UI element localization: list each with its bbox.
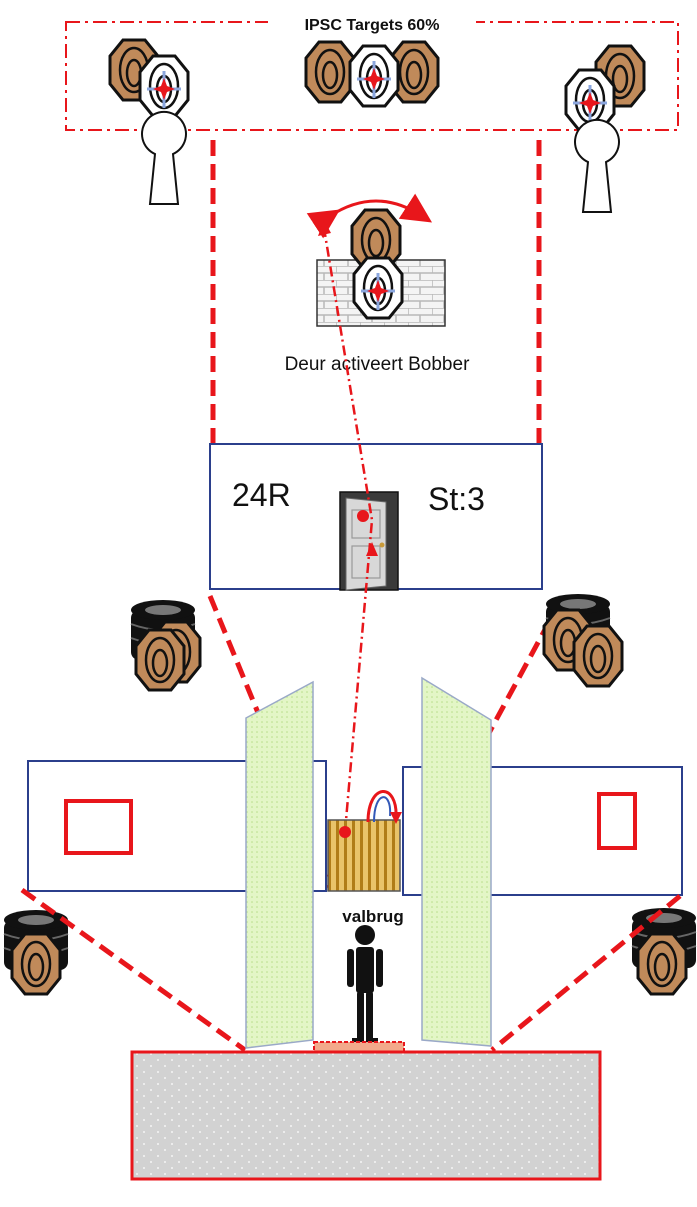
ipsc-target-icon <box>636 932 688 996</box>
round-count: 24R <box>232 477 291 513</box>
right-window <box>597 792 637 850</box>
drawbridge-label: valbrug <box>342 907 403 926</box>
fault-line-low-left <box>20 887 247 1053</box>
drawbridge-activation-dot <box>339 826 351 838</box>
popper-icon <box>141 110 187 205</box>
green-screen-right <box>421 676 492 1047</box>
drawbridge <box>327 819 401 892</box>
door-activation-dot <box>357 510 369 522</box>
swing-arrow <box>306 193 433 239</box>
stage-number: St:3 <box>428 481 485 517</box>
left-window <box>64 799 133 855</box>
drawbridge-arrow-head <box>390 812 402 824</box>
shooter-path <box>322 227 374 833</box>
path-arrow-head <box>318 220 331 236</box>
shooting-box <box>130 1050 602 1181</box>
ipsc-target-icon <box>134 628 186 692</box>
banner-label-bg <box>268 12 476 36</box>
no-shoot-target-icon <box>352 256 404 320</box>
drawbridge-arrow-inner <box>373 796 392 823</box>
door-icon <box>339 491 399 591</box>
fault-line-low-right <box>490 894 682 1052</box>
green-screen-left <box>245 680 314 1049</box>
shooter-icon <box>347 925 383 1043</box>
bobber-caption: Deur activeert Bobber <box>285 354 470 375</box>
ipsc-target-icon <box>10 932 62 996</box>
banner-label: IPSC Targets 60% <box>305 17 440 34</box>
drawbridge-arrow <box>366 790 398 823</box>
popper-icon <box>574 118 620 213</box>
no-shoot-target-icon <box>348 44 400 108</box>
ipsc-target-icon <box>572 624 624 688</box>
door-arrow-head <box>366 542 378 556</box>
ipsc-target-icon <box>304 40 356 104</box>
no-shoot-target-icon <box>138 54 190 118</box>
